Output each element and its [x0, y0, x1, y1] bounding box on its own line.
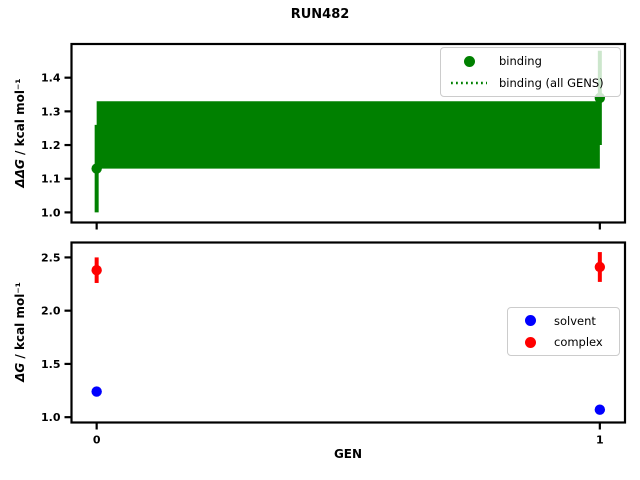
solvent-dot-icon: [512, 315, 548, 327]
top-ylabel-term: ΔΔG: [13, 159, 27, 188]
binding-point: [91, 163, 102, 174]
x-axis-label: GEN: [333, 447, 363, 461]
legend-item-binding: binding: [445, 50, 616, 72]
bottom-axes-frame: [70, 241, 627, 424]
bottom-legend: solvent complex: [507, 307, 620, 356]
y-tick-label: 1.2: [41, 139, 61, 152]
solvent-point: [594, 404, 606, 415]
solvent-point: [91, 386, 102, 397]
figure-title: RUN482: [290, 7, 350, 22]
x-tick-label: 1: [596, 434, 604, 447]
bottom-ylabel-units: / kcal mol⁻¹: [13, 282, 27, 363]
legend-label: binding: [499, 54, 542, 68]
legend-label: solvent: [554, 313, 596, 328]
y-tick-label: 1.5: [41, 358, 61, 371]
legend-label: complex: [554, 335, 603, 350]
legend-item-solvent: solvent: [512, 310, 615, 332]
bottom-y-axis-label: ΔG / kcal mol⁻¹: [13, 247, 29, 417]
bottom-ylabel-term: ΔG: [13, 362, 27, 382]
y-tick-label: 1.0: [41, 206, 61, 219]
complex-point: [91, 264, 102, 276]
y-tick-label: 1.3: [41, 105, 61, 118]
complex-dot-icon: [512, 336, 548, 348]
legend-item-complex: complex: [512, 332, 615, 354]
y-tick-label: 1.0: [41, 411, 61, 424]
y-tick-label: 2.0: [41, 305, 61, 318]
binding-dot-icon: [445, 55, 493, 67]
top-axes-frame: [70, 42, 627, 224]
top-y-axis-label: ΔΔG / kcal mol⁻¹: [13, 48, 29, 218]
top-legend: binding binding (all GENS): [440, 47, 621, 97]
legend-item-binding-all-gens: binding (all GENS): [445, 72, 616, 94]
y-tick-label: 2.5: [41, 251, 61, 264]
y-tick-label: 1.4: [41, 72, 61, 85]
dotted-line-icon: [445, 80, 493, 86]
top-ylabel-units: / kcal mol⁻¹: [13, 78, 27, 160]
legend-label: binding (all GENS): [499, 76, 604, 90]
x-tick-label: 0: [93, 434, 101, 447]
complex-point: [594, 261, 606, 273]
y-tick-label: 1.1: [41, 173, 61, 186]
